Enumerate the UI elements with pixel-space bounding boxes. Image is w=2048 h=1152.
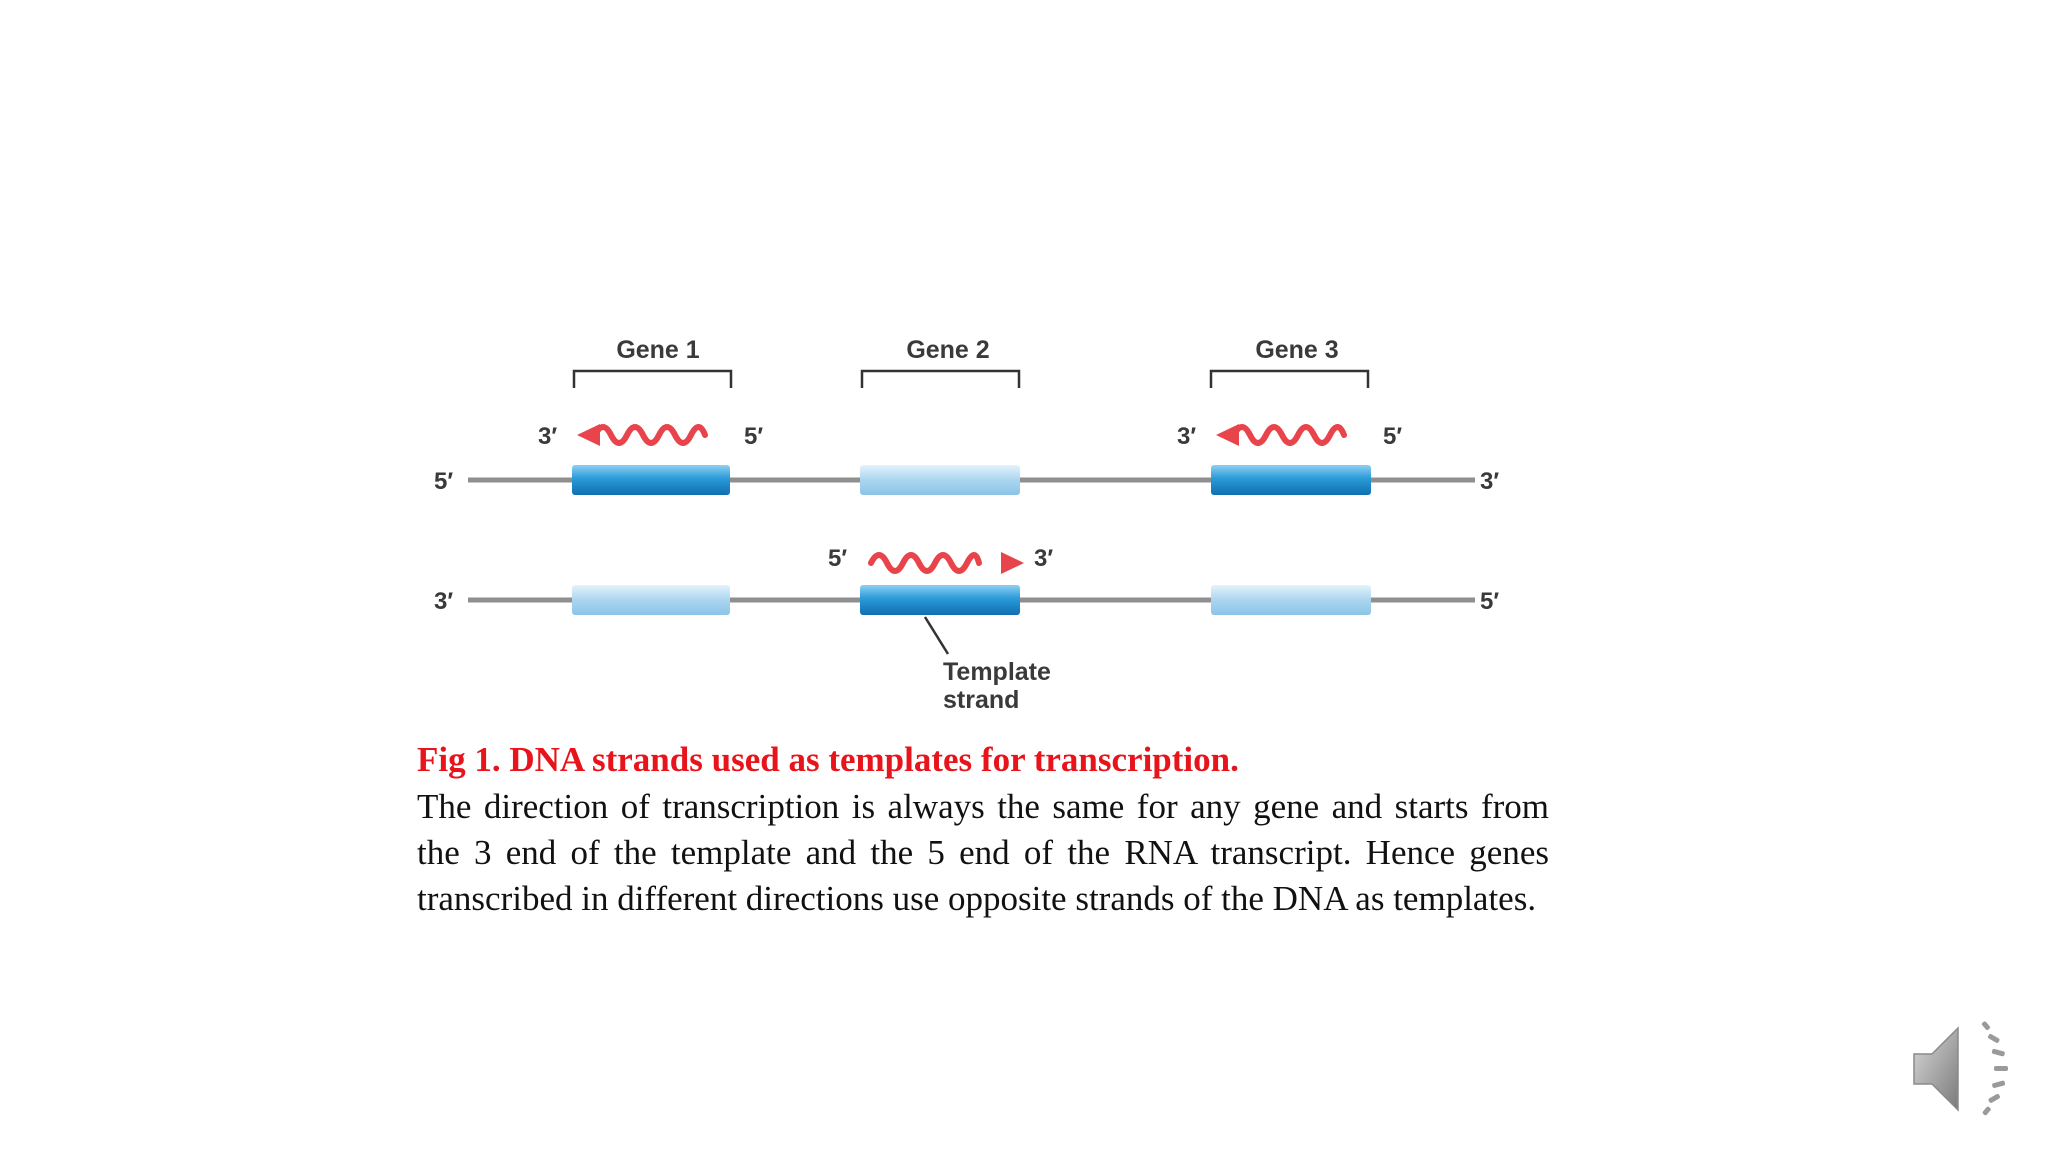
gene-3-rna-end-label: 5′: [1383, 423, 1402, 450]
gene-1-rna-start-label: 3′: [538, 423, 557, 450]
gene-2-rna-arrowhead: [1001, 552, 1024, 574]
template-strand-label-line2: strand: [943, 686, 1019, 714]
gene-3-label: Gene 3: [1255, 336, 1338, 364]
figure-caption: Fig 1. DNA strands used as templates for…: [417, 736, 1549, 922]
gene-3-bracket: [1209, 369, 1370, 388]
gene-3-rna-start-label: 3′: [1177, 423, 1196, 450]
gene-1-top-segment: [572, 465, 730, 495]
top-strand-left-end-label: 5′: [434, 468, 453, 495]
template-strand-pointer: [923, 616, 950, 655]
gene-2-label: Gene 2: [906, 336, 989, 364]
gene-1-label: Gene 1: [616, 336, 699, 364]
speaker-icon[interactable]: [1908, 1014, 2018, 1124]
gene-2-bottom-segment: [860, 585, 1020, 615]
caption-title: Fig 1. DNA strands used as templates for…: [417, 740, 1239, 779]
gene-3-rna-transcript: [1216, 424, 1347, 446]
gene-2-rna-start-label: 5′: [828, 545, 847, 572]
bottom-strand-left-end-label: 3′: [434, 588, 453, 615]
gene-1-bracket: [572, 369, 733, 388]
gene-2-bracket: [860, 369, 1021, 388]
top-strand-right-end-label: 3′: [1480, 468, 1499, 495]
caption-body: The direction of transcription is always…: [417, 787, 1549, 918]
bottom-strand-right-end-label: 5′: [1480, 588, 1499, 615]
gene-2-rna-transcript: [868, 552, 1024, 574]
gene-2-top-segment: [860, 465, 1020, 495]
gene-1-bottom-segment: [572, 585, 730, 615]
gene-1-rna-transcript: [577, 424, 708, 446]
gene-1-rna-arrowhead: [577, 424, 600, 446]
gene-3-bottom-segment: [1211, 585, 1371, 615]
gene-2-rna-end-label: 3′: [1034, 545, 1053, 572]
gene-3-top-segment: [1211, 465, 1371, 495]
template-strand-label-line1: Template: [943, 658, 1051, 686]
gene-3-rna-arrowhead: [1216, 424, 1239, 446]
gene-1-rna-end-label: 5′: [744, 423, 763, 450]
